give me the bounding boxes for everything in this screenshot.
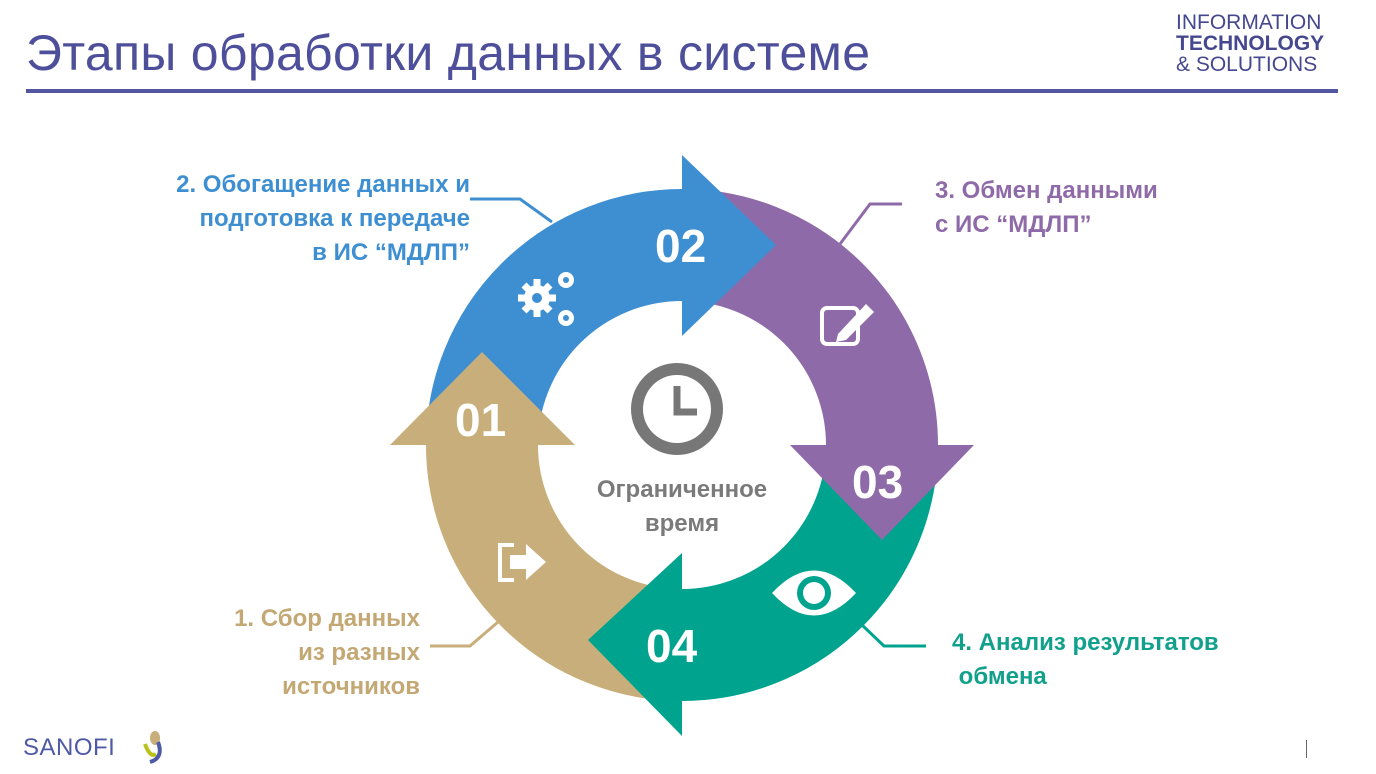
- stage-number-1: 01: [455, 394, 506, 446]
- center-label: Ограниченное время: [560, 473, 804, 541]
- stage-arrowhead-3: [790, 445, 974, 540]
- edit-icon: [820, 304, 874, 346]
- stage-arrowhead-1: [390, 352, 575, 445]
- label-line: обмена: [952, 663, 1047, 690]
- sanofi-logo-mark: [143, 731, 162, 764]
- stage-arrowhead-2: [682, 155, 776, 336]
- center-label-line: Ограниченное: [596, 476, 768, 503]
- exit-icon: [498, 543, 546, 582]
- callout-line-3: [838, 202, 902, 245]
- label-line: 2. Обогащение данных и: [176, 171, 470, 198]
- eye-icon: [772, 570, 856, 616]
- label-line: 4. Анализ результатов: [952, 629, 1219, 656]
- label-line: источников: [282, 673, 420, 700]
- label-line: 3. Обмен данными: [935, 177, 1158, 204]
- callout-line-4: [860, 623, 926, 648]
- logo-line: TECHNOLOGY: [1176, 32, 1325, 55]
- center-label-line: время: [644, 510, 720, 537]
- gears-icon: [518, 272, 574, 326]
- stage-number-4: 04: [646, 620, 698, 672]
- label-line: с ИС “МДЛП”: [935, 211, 1092, 238]
- footer-divider: [1306, 740, 1307, 758]
- callout-line-1: [430, 620, 499, 648]
- label-line: подготовка к передаче: [199, 205, 471, 232]
- stage-arrowhead-4: [588, 553, 682, 736]
- logo-line: INFORMATION: [1176, 11, 1322, 34]
- title-divider: [26, 89, 1338, 93]
- clock-icon: [631, 363, 723, 455]
- stage-number-2: 02: [655, 220, 706, 272]
- sanofi-logo-text: SANOFI: [23, 734, 116, 761]
- stage-label-3: 3. Обмен данными с ИС “МДЛП”: [935, 174, 1158, 242]
- stage-label-1: 1. Сбор данных из разных источников: [150, 602, 420, 704]
- label-line: в ИС “МДЛП”: [312, 239, 470, 266]
- it-solutions-logo: INFORMATION TECHNOLOGY & SOLUTIONS: [1176, 12, 1324, 75]
- logo-line: & SOLUTIONS: [1176, 53, 1318, 76]
- label-line: из разных: [298, 639, 420, 666]
- stage-label-4: 4. Анализ результатов обмена: [952, 626, 1219, 694]
- stage-label-2: 2. Обогащение данных и подготовка к пере…: [100, 168, 470, 270]
- callout-line-2: [470, 197, 553, 224]
- stage-number-3: 03: [852, 456, 903, 508]
- label-line: 1. Сбор данных: [234, 605, 420, 632]
- page-title: Этапы обработки данных в системе: [26, 25, 871, 81]
